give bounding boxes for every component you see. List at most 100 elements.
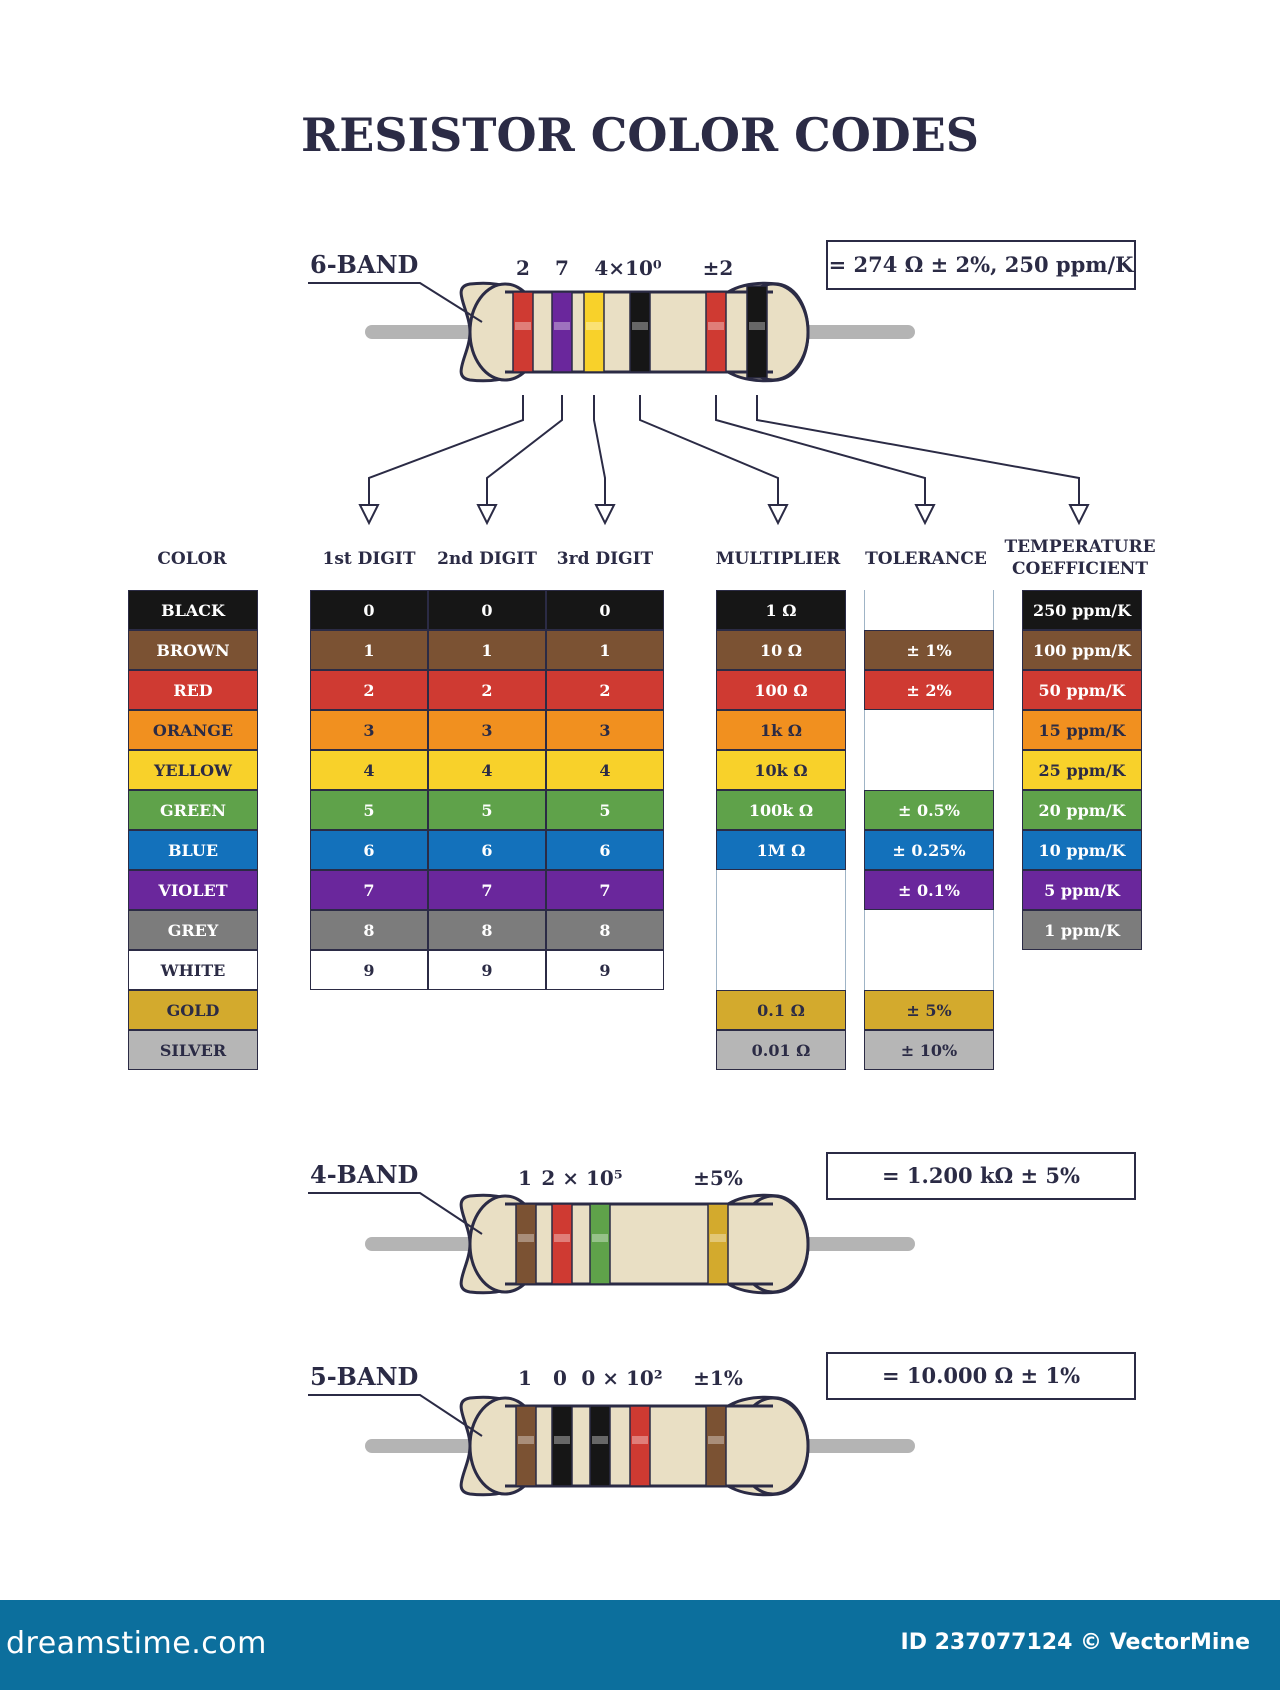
digit3-cell-yellow: 4 [546, 750, 664, 790]
header-digit3: 3rd DIGIT [556, 549, 654, 569]
six-band-result: = 274 Ω ± 2%, 250 ppm/K [826, 240, 1136, 290]
temp-cell-green: 20 ppm/K [1022, 790, 1142, 830]
digit2-cell-violet: 7 [428, 870, 546, 910]
header-tolerance: TOLERANCE [865, 549, 987, 569]
four-band-result: = 1.200 kΩ ± 5% [826, 1152, 1136, 1200]
digit3-cell-green: 5 [546, 790, 664, 830]
multiplier-cell-yellow: 10k Ω [716, 750, 846, 790]
arrow-1 [368, 395, 524, 505]
digit1-cell-grey: 8 [310, 910, 428, 950]
footer-credit: ID 237077124 © VectorMine [900, 1630, 1250, 1655]
digit1-cell-white: 9 [310, 950, 428, 990]
arrowhead-5 [914, 504, 936, 526]
header-digit2: 2nd DIGIT [437, 549, 537, 569]
digit3-cell-red: 2 [546, 670, 664, 710]
six-band-band-6 [746, 285, 768, 379]
multiplier-cell-red: 100 Ω [716, 670, 846, 710]
multiplier-cell-gold: 0.1 Ω [716, 990, 846, 1030]
multiplier-cell-grey [716, 910, 846, 950]
header-digit1: 1st DIGIT [322, 549, 416, 569]
four-band-band-2 [551, 1203, 573, 1285]
temp-cell-brown: 100 ppm/K [1022, 630, 1142, 670]
digit1-cell-orange: 3 [310, 710, 428, 750]
header-multiplier: MULTIPLIER [715, 549, 841, 569]
six-band-code-4: ±2 [702, 256, 734, 280]
color-cell-green: GREEN [128, 790, 258, 830]
arrowhead-3 [594, 504, 616, 526]
digit2-cell-orange: 3 [428, 710, 546, 750]
four-band-label: 4-BAND [310, 1160, 419, 1189]
digit3-cell-blue: 6 [546, 830, 664, 870]
multiplier-cell-silver: 0.01 Ω [716, 1030, 846, 1070]
footer-bar: dreamstime.com ID 237077124 © VectorMine [0, 1600, 1280, 1690]
header-temperature-line2: COEFFICIENT [1011, 559, 1149, 579]
six-band-code-1: 2 [516, 256, 530, 280]
tolerance-cell-violet: ± 0.1% [864, 870, 994, 910]
tolerance-cell-white [864, 950, 994, 990]
digit2-cell-grey: 8 [428, 910, 546, 950]
color-cell-grey: GREY [128, 910, 258, 950]
six-band-label: 6-BAND [310, 250, 419, 279]
arrow-3 [593, 395, 606, 505]
four-band-leader [308, 1192, 483, 1235]
arrowhead-1 [358, 504, 380, 526]
multiplier-cell-blue: 1M Ω [716, 830, 846, 870]
six-band-band-4 [629, 291, 651, 373]
five-band-band-1 [515, 1405, 537, 1487]
tolerance-cell-black [864, 590, 994, 630]
color-cell-red: RED [128, 670, 258, 710]
digit1-cell-violet: 7 [310, 870, 428, 910]
temp-cell-blue: 10 ppm/K [1022, 830, 1142, 870]
temp-cell-violet: 5 ppm/K [1022, 870, 1142, 910]
arrow-5 [715, 395, 926, 505]
digit2-cell-green: 5 [428, 790, 546, 830]
temp-cell-black: 250 ppm/K [1022, 590, 1142, 630]
tolerance-cell-red: ± 2% [864, 670, 994, 710]
digit1-cell-black: 0 [310, 590, 428, 630]
arrow-6 [756, 395, 1080, 505]
arrowhead-6 [1068, 504, 1090, 526]
five-band-code-2: 0 [553, 1366, 567, 1390]
four-band-code-1: 1 [518, 1166, 532, 1190]
temp-cell-grey: 1 ppm/K [1022, 910, 1142, 950]
digit1-cell-red: 2 [310, 670, 428, 710]
five-band-band-5 [705, 1405, 727, 1487]
five-band-band-2 [551, 1405, 573, 1487]
tolerance-cell-green: ± 0.5% [864, 790, 994, 830]
four-band-code-3: ±5% [693, 1166, 743, 1190]
digit3-cell-orange: 3 [546, 710, 664, 750]
tolerance-cell-blue: ± 0.25% [864, 830, 994, 870]
color-cell-blue: BLUE [128, 830, 258, 870]
six-band-code-2: 7 [555, 256, 569, 280]
multiplier-cell-brown: 10 Ω [716, 630, 846, 670]
digit2-cell-white: 9 [428, 950, 546, 990]
four-band-band-3 [589, 1203, 611, 1285]
multiplier-cell-violet [716, 870, 846, 910]
digit3-cell-black: 0 [546, 590, 664, 630]
digit2-cell-yellow: 4 [428, 750, 546, 790]
color-cell-white: WHITE [128, 950, 258, 990]
tolerance-cell-brown: ± 1% [864, 630, 994, 670]
color-cell-orange: ORANGE [128, 710, 258, 750]
arrowhead-2 [476, 504, 498, 526]
tolerance-cell-orange [864, 710, 994, 750]
arrow-4 [639, 395, 779, 505]
four-band-band-1 [515, 1203, 537, 1285]
digit1-cell-yellow: 4 [310, 750, 428, 790]
six-band-band-2 [551, 291, 573, 373]
tolerance-cell-gold: ± 5% [864, 990, 994, 1030]
six-band-band-3 [583, 291, 605, 373]
six-band-code-3: 4×10⁰ [594, 256, 662, 280]
digit3-cell-brown: 1 [546, 630, 664, 670]
color-cell-brown: BROWN [128, 630, 258, 670]
digit1-cell-blue: 6 [310, 830, 428, 870]
temp-cell-orange: 15 ppm/K [1022, 710, 1142, 750]
color-cell-gold: GOLD [128, 990, 258, 1030]
multiplier-cell-green: 100k Ω [716, 790, 846, 830]
five-band-code-1: 1 [518, 1366, 532, 1390]
page-title: RESISTOR COLOR CODES [301, 108, 979, 162]
five-band-band-3 [589, 1405, 611, 1487]
multiplier-cell-orange: 1k Ω [716, 710, 846, 750]
temp-cell-yellow: 25 ppm/K [1022, 750, 1142, 790]
